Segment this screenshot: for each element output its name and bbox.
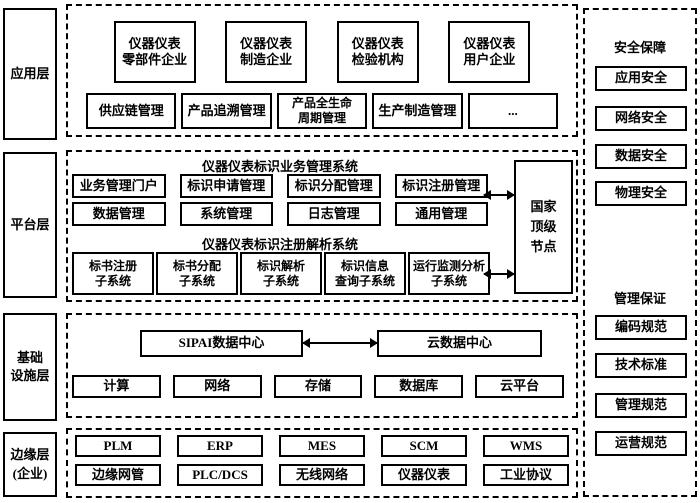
edge-device-box: 无线网络 (279, 464, 365, 486)
double-arrow (483, 269, 515, 279)
edge-system-box: PLM (75, 435, 161, 457)
business-box: 系统管理 (179, 202, 273, 226)
double-arrow (302, 338, 378, 348)
layer-label-application: 应用层 (3, 8, 57, 140)
edge-system-box: WMS (483, 435, 569, 457)
subsystem-box: 标识信息 查询子系统 (324, 252, 406, 295)
sipai-datacenter-box: SIPAI数据中心 (140, 330, 303, 357)
management-box: 编码规范 (595, 315, 687, 340)
security-box: 网络安全 (595, 106, 687, 131)
management-title: 管理保证 (613, 291, 666, 306)
edge-device-box: 边缘网管 (75, 464, 161, 486)
national-top-node-box: 国家 顶级 节点 (514, 160, 573, 294)
subsystem-box: 标识解析 子系统 (240, 252, 322, 295)
edge-system-row: PLM ERP MES SCM WMS (75, 435, 569, 457)
resource-row: 计算 网络 存储 数据库 云平台 (72, 375, 564, 398)
business-row1: 业务管理门户 标识申请管理 标识分配管理 标识注册管理 (72, 174, 488, 198)
edge-device-box: PLC/DCS (177, 464, 263, 486)
app-function-box: 供应链管理 (86, 93, 177, 129)
business-system-title: 仪器仪表标识业务管理系统 (201, 159, 358, 174)
infrastructure-layer-region: SIPAI数据中心 云数据中心 计算 网络 存储 数据库 云平台 (66, 313, 578, 418)
resolution-system-title: 仪器仪表标识注册解析系统 (201, 237, 358, 252)
management-box: 管理规范 (595, 393, 687, 418)
enterprise-box: 仪器仪表 制造企业 (225, 21, 308, 83)
application-layer-region: 仪器仪表 零部件企业 仪器仪表 制造企业 仪器仪表 检验机构 仪器仪表 用户企业… (66, 4, 578, 137)
resolution-row: 标书注册 子系统 标书分配 子系统 标识解析 子系统 标识信息 查询子系统 运行… (72, 252, 490, 295)
double-arrow (483, 190, 515, 200)
subsystem-box: 标书注册 子系统 (72, 252, 154, 295)
enterprise-box: 仪器仪表 检验机构 (336, 21, 419, 83)
subsystem-box: 运行监测分析 子系统 (408, 252, 490, 295)
resource-box: 网络 (172, 375, 262, 398)
edge-system-box: MES (279, 435, 365, 457)
management-box: 运营规范 (595, 431, 687, 456)
cloud-datacenter-box: 云数据中心 (377, 330, 542, 357)
subsystem-box: 标书分配 子系统 (156, 252, 238, 295)
assurance-panel: 安全保障 应用安全 网络安全 数据安全 物理安全 管理保证 编码规范 技术标准 … (583, 8, 697, 497)
edge-system-box: SCM (381, 435, 467, 457)
app-function-box: 产品全生命 周期管理 (276, 93, 368, 129)
security-title: 安全保障 (613, 40, 666, 55)
layer-label-infrastructure: 基础 设施层 (3, 313, 57, 421)
edge-device-box: 仪器仪表 (381, 464, 467, 486)
layer-label-platform: 平台层 (3, 152, 57, 298)
business-row2: 数据管理 系统管理 日志管理 通用管理 (72, 202, 488, 226)
business-box: 标识注册管理 (394, 174, 488, 198)
security-box: 数据安全 (595, 144, 687, 169)
layer-label-edge: 边缘层 (企业) (3, 432, 57, 497)
edge-system-box: ERP (177, 435, 263, 457)
app-function-box: 产品追溯管理 (181, 93, 272, 129)
business-box: 日志管理 (287, 202, 381, 226)
business-box: 业务管理门户 (72, 174, 166, 198)
business-box: 标识申请管理 (179, 174, 273, 198)
edge-device-row: 边缘网管 PLC/DCS 无线网络 仪器仪表 工业协议 (75, 464, 569, 486)
business-box: 标识分配管理 (287, 174, 381, 198)
app-function-box: 生产制造管理 (372, 93, 463, 129)
enterprise-box: 仪器仪表 零部件企业 (113, 21, 196, 83)
resource-box: 云平台 (475, 375, 564, 398)
business-box: 通用管理 (394, 202, 488, 226)
edge-device-box: 工业协议 (483, 464, 569, 486)
security-box: 应用安全 (595, 66, 687, 91)
security-box: 物理安全 (595, 181, 687, 206)
app-function-row: 供应链管理 产品追溯管理 产品全生命 周期管理 生产制造管理 ... (86, 93, 559, 129)
resource-box: 存储 (273, 375, 363, 398)
resource-box: 计算 (72, 375, 161, 398)
edge-layer-region: PLM ERP MES SCM WMS 边缘网管 PLC/DCS 无线网络 仪器… (66, 428, 578, 498)
enterprise-box: 仪器仪表 用户企业 (448, 21, 531, 83)
enterprise-row: 仪器仪表 零部件企业 仪器仪表 制造企业 仪器仪表 检验机构 仪器仪表 用户企业 (84, 21, 560, 83)
resource-box: 数据库 (374, 375, 464, 398)
app-function-ellipsis-box: ... (467, 93, 559, 129)
management-box: 技术标准 (595, 353, 687, 378)
business-box: 数据管理 (72, 202, 166, 226)
platform-layer-region: 仪器仪表标识业务管理系统 业务管理门户 标识申请管理 标识分配管理 标识注册管理… (66, 150, 578, 302)
